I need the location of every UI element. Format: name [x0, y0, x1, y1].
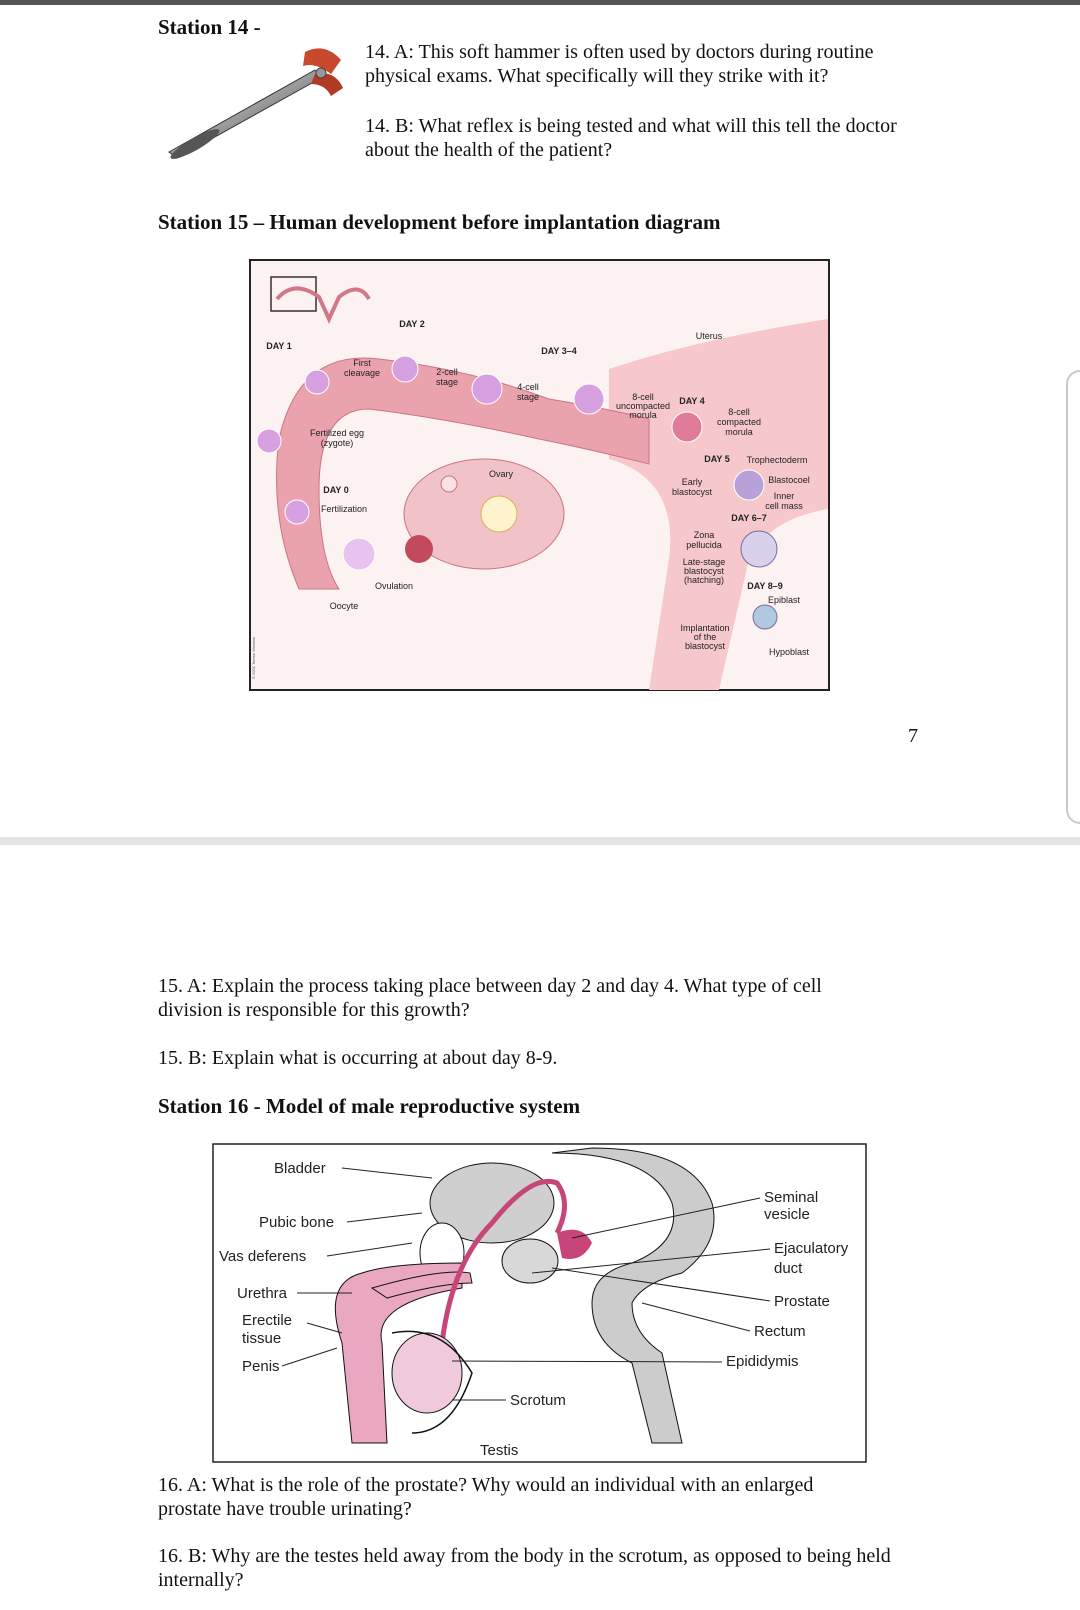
label-urethra: Urethra — [237, 1285, 288, 1302]
bladder-shape — [429, 1162, 555, 1244]
question-15b: 15. B: Explain what is occurring at abou… — [158, 1047, 558, 1069]
male-reproductive-diagram: Bladder Pubic bone Vas deferens Urethra … — [212, 1143, 867, 1463]
station-14-heading: Station 14 - — [158, 15, 261, 39]
label-day5: DAY 5 — [704, 454, 730, 464]
label-blastocoel: Blastocoel — [768, 475, 810, 485]
label-pubic-bone: Pubic bone — [259, 1214, 334, 1231]
label-uncompacted-1: 8-cell — [632, 392, 654, 402]
label-zona-2: pellucida — [686, 540, 722, 550]
page-number: 7 — [908, 725, 918, 747]
label-prostate: Prostate — [774, 1293, 830, 1310]
station-16-heading: Station 16 - Model of male reproductive … — [158, 1094, 581, 1118]
label-compacted-2: compacted — [717, 417, 761, 427]
page-divider — [0, 837, 1080, 845]
label-four-cell-2: stage — [517, 392, 539, 402]
rectum-shape — [551, 1147, 715, 1444]
label-epididymis: Epididymis — [726, 1353, 799, 1370]
label-seminal-1: Seminal — [764, 1189, 818, 1206]
uterus-shape — [609, 319, 828, 690]
label-zona-1: Zona — [694, 530, 715, 540]
label-first-cleavage-2: cleavage — [344, 368, 380, 378]
label-testis: Testis — [480, 1442, 518, 1459]
scrollbar[interactable] — [1066, 370, 1080, 824]
station-15-heading: Station 15 – Human development before im… — [158, 210, 721, 234]
label-uncompacted-2: uncompacted — [616, 401, 670, 411]
label-ejaculatory-2: duct — [774, 1260, 803, 1277]
label-inner-cell-2: cell mass — [765, 501, 803, 511]
label-epiblast: Epiblast — [768, 595, 801, 605]
label-day2: DAY 2 — [399, 319, 425, 329]
label-day0: DAY 0 — [323, 485, 349, 495]
label-inner-cell-1: Inner — [774, 491, 795, 501]
label-implantation-3: blastocyst — [685, 641, 726, 651]
label-rectum: Rectum — [754, 1323, 806, 1340]
label-first-cleavage-1: First — [353, 358, 371, 368]
label-hypoblast: Hypoblast — [769, 647, 810, 657]
question-16b: 16. B: Why are the testes held away from… — [158, 1545, 891, 1591]
label-day89: DAY 8–9 — [747, 581, 783, 591]
testis-shape — [391, 1332, 463, 1414]
label-four-cell-1: 4-cell — [517, 382, 539, 392]
label-late-2: blastocyst — [684, 566, 725, 576]
label-trophectoderm: Trophectoderm — [747, 455, 808, 465]
label-late-1: Late-stage — [683, 557, 726, 567]
label-two-cell-2: stage — [436, 377, 458, 387]
label-vas-deferens: Vas deferens — [219, 1248, 306, 1265]
label-implantation-1: Implantation — [680, 623, 729, 633]
label-early-blastocyst-2: blastocyst — [672, 487, 713, 497]
label-fertilization: Fertilization — [321, 504, 367, 514]
label-day1: DAY 1 — [266, 341, 292, 351]
question-14a: 14. A: This soft hammer is often used by… — [365, 41, 874, 87]
label-day67: DAY 6–7 — [731, 513, 767, 523]
label-oocyte: Oocyte — [330, 601, 359, 611]
label-early-blastocyst-1: Early — [682, 477, 703, 487]
fallopian-tube — [276, 357, 650, 590]
label-penis: Penis — [242, 1358, 280, 1375]
label-seminal-2: vesicle — [764, 1206, 810, 1223]
label-late-3: (hatching) — [684, 575, 724, 585]
label-ovulation: Ovulation — [375, 581, 413, 591]
label-bladder: Bladder — [274, 1160, 326, 1177]
label-scrotum: Scrotum — [510, 1392, 566, 1409]
label-compacted-3: morula — [725, 427, 753, 437]
label-fertilized-1: Fertilized egg — [310, 428, 364, 438]
label-day4: DAY 4 — [679, 396, 705, 406]
label-compacted-1: 8-cell — [728, 407, 750, 417]
label-uncompacted-3: morula — [629, 410, 657, 420]
label-erectile-2: tissue — [242, 1330, 281, 1347]
label-day34: DAY 3–4 — [541, 346, 577, 356]
label-ovary: Ovary — [489, 469, 514, 479]
question-16a: 16. A: What is the role of the prostate?… — [158, 1474, 814, 1520]
label-ejaculatory-1: Ejaculatory — [774, 1240, 849, 1257]
label-fertilized-2: (zygote) — [321, 438, 354, 448]
question-15a: 15. A: Explain the process taking place … — [158, 975, 822, 1021]
label-implantation-2: of the — [694, 632, 717, 642]
embryo-development-diagram: DAY 1 DAY 2 DAY 3–4 Uterus First cleavag… — [249, 259, 830, 691]
label-uterus: Uterus — [696, 331, 723, 341]
diagram-copyright: © 2001 Terese Winslow — [251, 637, 256, 679]
label-erectile-1: Erectile — [242, 1312, 292, 1329]
penis-shape — [334, 1262, 463, 1444]
question-14b: 14. B: What reflex is being tested and w… — [365, 115, 897, 161]
top-bar — [0, 0, 1080, 5]
label-two-cell-1: 2-cell — [436, 367, 458, 377]
reflex-hammer-image — [165, 40, 365, 160]
